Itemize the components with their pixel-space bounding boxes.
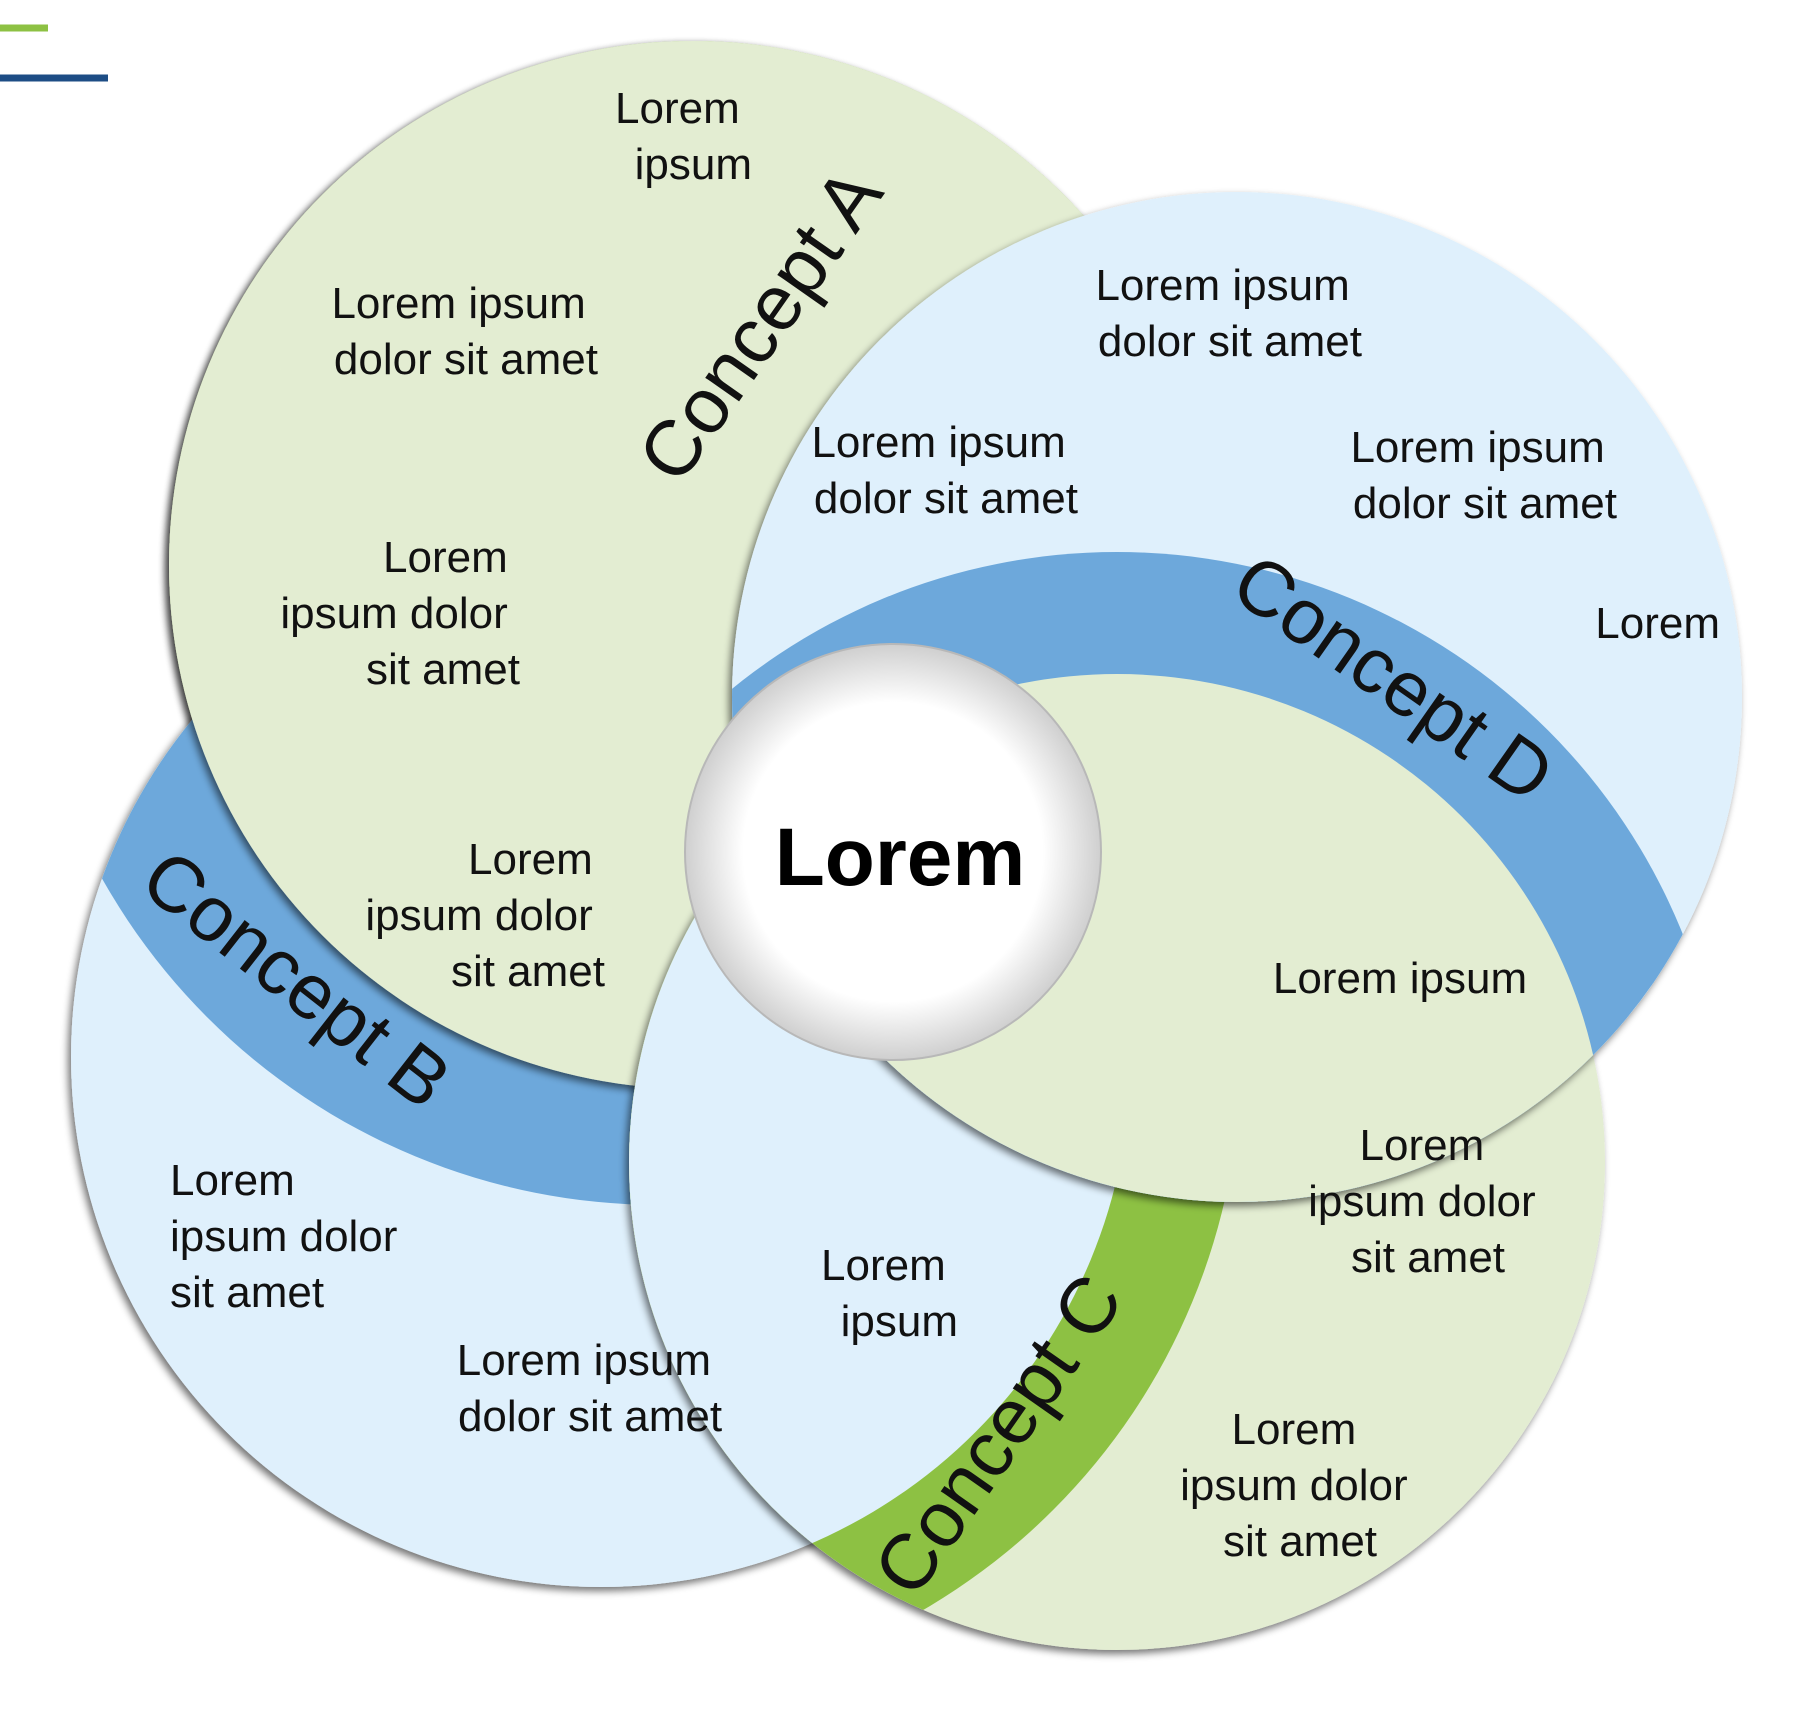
petal-a-text-4: Lorem ipsum dolor sit amet	[365, 835, 605, 996]
petal-b-text-1: Lorem ipsum dolor sit amet	[170, 1156, 410, 1317]
petal-d-text-4: Lorem	[1595, 599, 1720, 648]
center-label: Lorem	[775, 812, 1026, 903]
petal-c-text-1: Lorem ipsum	[1273, 954, 1527, 1003]
center-circle	[684, 643, 1102, 1061]
petal-d-text-2: Lorem ipsum dolor sit amet	[811, 418, 1078, 523]
petal-a-text-3: Lorem ipsum dolor sit amet	[280, 533, 520, 694]
petal-c-text-2: Lorem ipsum dolor sit amet	[1308, 1121, 1548, 1282]
petal-a-text-2: Lorem ipsum dolor sit amet	[331, 279, 598, 384]
petal-b-text-3: Lorem ipsum	[821, 1241, 958, 1346]
petal-b-text-2: Lorem ipsum dolor sit amet	[457, 1336, 724, 1441]
petal-d-text-3: Lorem ipsum dolor sit amet	[1350, 423, 1617, 528]
petal-a-text-1: Lorem ipsum	[615, 84, 752, 189]
petal-d-text-1: Lorem ipsum dolor sit amet	[1095, 261, 1362, 366]
petal-c-text-3: Lorem ipsum dolor sit amet	[1180, 1405, 1420, 1566]
